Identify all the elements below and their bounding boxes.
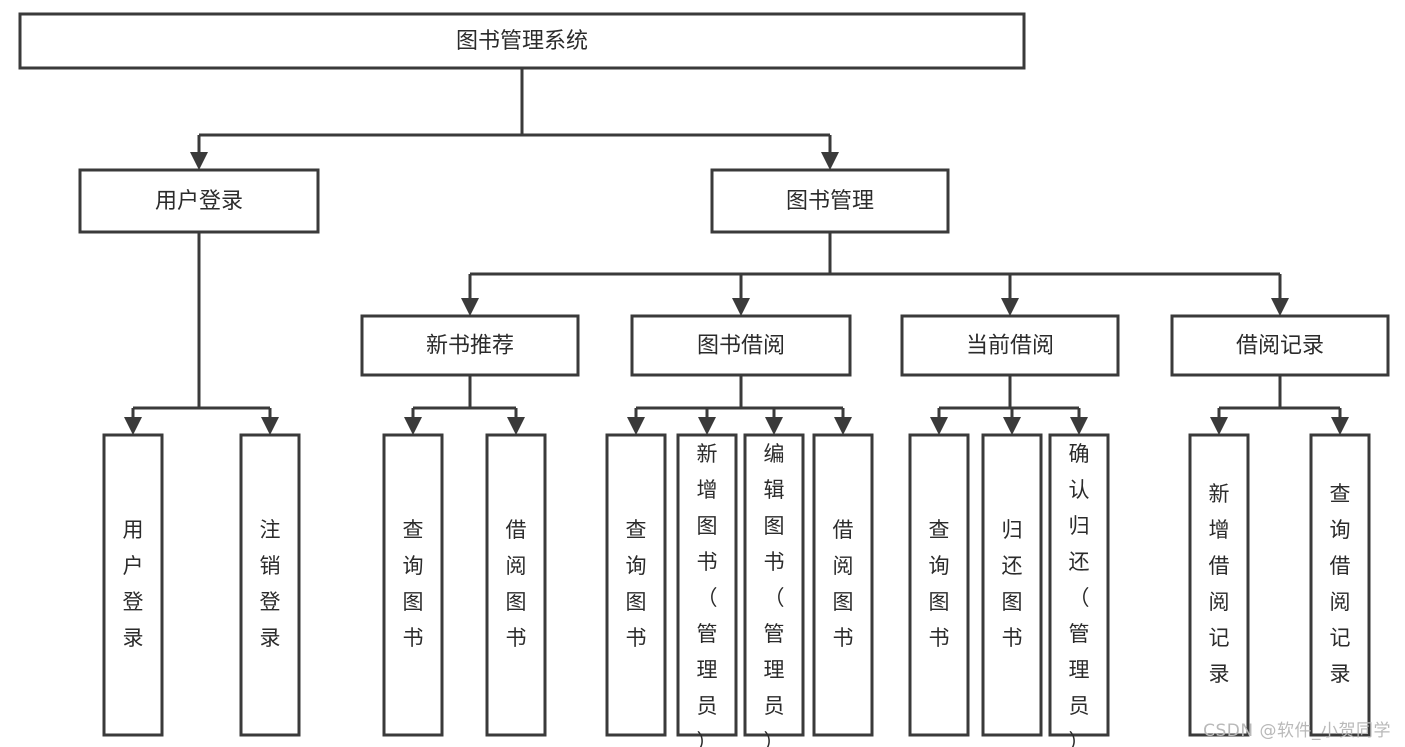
node-layer: 图书管理系统用户登录图书管理新书推荐图书借阅当前借阅借阅记录用户登录注销登录查询… [18,12,1390,747]
arrow-head [507,417,525,435]
node-label: 借阅图书 [833,518,854,650]
node-box [1188,433,1250,737]
arrow-head [124,417,142,435]
node-label: 借阅记录 [1236,334,1324,359]
node-label: 图书借阅 [697,334,785,359]
node-box [78,168,320,234]
node-box [382,433,444,737]
arrow-head [732,298,750,316]
leaf-node-查询图书[interactable]: 查询图书 [382,433,444,737]
node-label: 编辑图书（管理员） [764,442,785,747]
node-box [102,433,164,737]
node-label: 用户登录 [155,189,243,214]
leaf-node-用户登录[interactable]: 用户登录 [102,433,164,737]
node-借阅记录[interactable]: 借阅记录 [1170,314,1390,377]
node-图书管理[interactable]: 图书管理 [710,168,950,234]
connector-layer [124,68,1349,435]
node-label: 新增借阅记录 [1209,482,1230,686]
leaf-node-查询图书[interactable]: 查询图书 [605,433,667,737]
node-label: 借阅图书 [506,518,527,650]
arrow-head [1210,417,1228,435]
arrow-head [1331,417,1349,435]
arrow-head [627,417,645,435]
arrow-head [821,152,839,170]
node-label: 图书管理系统 [456,29,588,54]
node-label: 用户登录 [123,518,144,650]
node-label: 查询图书 [626,518,647,650]
arrow-head [461,298,479,316]
arrow-head [190,152,208,170]
node-当前借阅[interactable]: 当前借阅 [900,314,1120,377]
node-box [743,433,805,737]
node-box [360,314,580,377]
arrow-head [1001,298,1019,316]
node-box [812,433,874,737]
node-图书管理系统[interactable]: 图书管理系统 [18,12,1026,70]
node-label: 当前借阅 [966,334,1054,359]
node-box [605,433,667,737]
node-box [239,433,301,737]
arrow-head [698,417,716,435]
leaf-node-注销登录[interactable]: 注销登录 [239,433,301,737]
node-box [1170,314,1390,377]
node-box [676,433,738,737]
node-label: 新书推荐 [426,334,514,359]
node-label: 查询图书 [929,518,950,650]
leaf-node-新增图书管理员[interactable]: 新增图书（管理员） [676,433,738,747]
node-box [1048,433,1110,737]
arrow-head [834,417,852,435]
node-label: 注销登录 [260,518,281,650]
node-label: 归还图书 [1002,518,1023,650]
leaf-node-编辑图书管理员[interactable]: 编辑图书（管理员） [743,433,805,747]
node-label: 查询借阅记录 [1330,482,1351,686]
node-box [18,12,1026,70]
node-label: 新增图书（管理员） [697,442,718,747]
leaf-node-借阅图书[interactable]: 借阅图书 [485,433,547,737]
node-box [908,433,970,737]
leaf-node-确认归还管理员[interactable]: 确认归还（管理员） [1048,433,1110,747]
node-label: 查询图书 [403,518,424,650]
node-用户登录[interactable]: 用户登录 [78,168,320,234]
leaf-node-借阅图书[interactable]: 借阅图书 [812,433,874,737]
arrow-head [404,417,422,435]
node-label: 确认归还（管理员） [1069,442,1090,747]
node-图书借阅[interactable]: 图书借阅 [630,314,852,377]
node-box [710,168,950,234]
leaf-node-查询图书[interactable]: 查询图书 [908,433,970,737]
node-新书推荐[interactable]: 新书推荐 [360,314,580,377]
node-box [1309,433,1371,737]
node-box [981,433,1043,737]
node-label: 图书管理 [786,189,874,214]
leaf-node-归还图书[interactable]: 归还图书 [981,433,1043,737]
node-box [485,433,547,737]
arrow-head [1070,417,1088,435]
arrow-head [1003,417,1021,435]
node-box [900,314,1120,377]
arrow-head [1271,298,1289,316]
leaf-node-查询借阅记录[interactable]: 查询借阅记录 [1309,433,1371,737]
node-box [630,314,852,377]
leaf-node-新增借阅记录[interactable]: 新增借阅记录 [1188,433,1250,737]
arrow-head [930,417,948,435]
arrow-head [261,417,279,435]
arrow-head [765,417,783,435]
